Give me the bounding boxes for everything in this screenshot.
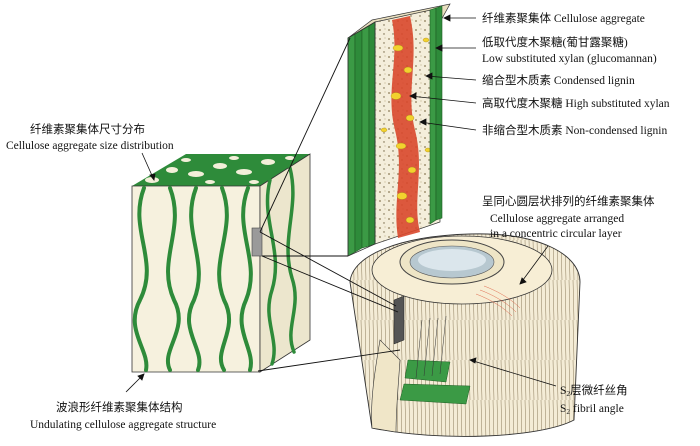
label-condensed-lignin: 缩合型木质素 Condensed lignin — [482, 75, 635, 87]
label-size-distribution-en: Cellulose aggregate size distribution — [6, 140, 174, 152]
label-undulating-en: Undulating cellulose aggregate structure — [30, 419, 217, 431]
label-high-xylan: 高取代度木聚糖 High substituted xylan — [482, 98, 670, 110]
label-low-xylan-en: Low substituted xylan (glucomannan) — [482, 53, 657, 65]
label-concentric-zh: 呈同心圆层状排列的纤维素聚集体 — [482, 196, 655, 208]
label-size-distribution-zh: 纤维素聚集体尺寸分布 — [30, 124, 145, 136]
composite-layer-block — [347, 3, 451, 257]
label-concentric-en-2: in a concentric circular layer — [490, 228, 622, 240]
label-undulating-zh: 波浪形纤维素聚集体结构 — [56, 402, 183, 414]
wavy-fibril-block — [131, 153, 311, 373]
label-concentric-en-1: Cellulose aggregate arranged — [490, 213, 625, 225]
label-low-xylan-zh: 低取代度木聚糖(葡甘露聚糖) — [482, 37, 628, 49]
cell-wall-trunk — [349, 233, 581, 437]
connector-lines — [257, 37, 401, 372]
label-s2-angle-en: S2 fibril angle — [560, 403, 624, 416]
label-s2-angle-zh: S2层微纤丝角 — [560, 385, 628, 398]
label-cellulose-aggregate: 纤维素聚集体 Cellulose aggregate — [482, 13, 645, 25]
label-arrows — [125, 14, 557, 393]
label-noncondensed-lignin: 非缩合型木质素 Non-condensed lignin — [482, 125, 668, 137]
